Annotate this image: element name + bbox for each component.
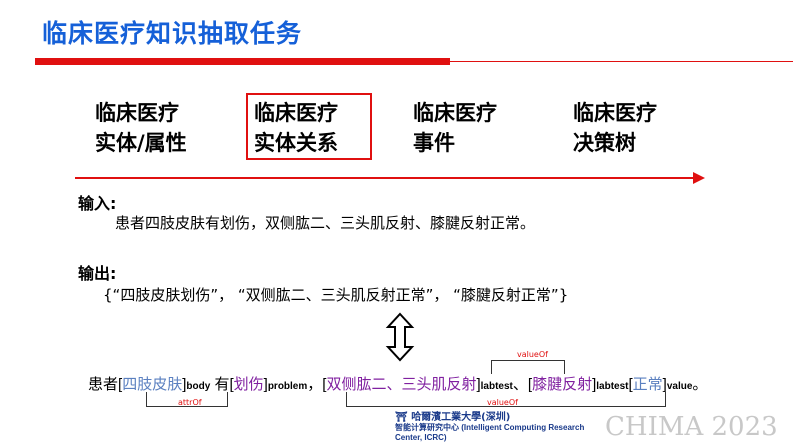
text: 有 [214, 376, 230, 393]
title-underline [35, 58, 450, 65]
entity: 双侧肱二、三头肌反射 [326, 376, 477, 393]
category-entity-relation: 临床医疗实体关系 [254, 98, 338, 158]
category-line: 临床医疗 [573, 101, 657, 125]
relation-label: valueOf [517, 350, 548, 359]
watermark: CHIMA 2023 [605, 412, 778, 442]
category-entity-attribute: 临床医疗实体/属性 [95, 98, 187, 158]
footer-university: ⛩ 哈爾濱工業大學(深圳) [395, 408, 510, 423]
category-line: 实体关系 [254, 131, 338, 155]
text: 、 [512, 376, 528, 393]
entity-type: labtest [596, 381, 629, 392]
output-text: {“四肢皮肤划伤”， “双侧肱二、三头肌反射正常”， “膝腱反射正常”} [103, 286, 569, 304]
input-text: 患者四肢皮肤有划伤，双侧肱二、三头肌反射、膝腱反射正常。 [115, 214, 536, 232]
highlight-box [246, 93, 372, 160]
category-line: 事件 [413, 131, 455, 155]
category-line: 实体/属性 [95, 131, 187, 155]
relation-bracket [491, 360, 565, 374]
text: 患者 [88, 376, 119, 393]
entity-type: body [186, 381, 211, 392]
annotated-sentence: 患者[四肢皮肤]body 有[划伤]problem，[双侧肱二、三头肌反射]la… [88, 376, 708, 393]
relation-label: valueOf [487, 398, 518, 407]
double-arrow-icon [385, 312, 415, 362]
entity: 划伤 [233, 376, 264, 393]
output-label: 输出: [78, 264, 117, 283]
category-line: 临床医疗 [413, 101, 497, 125]
page-title: 临床医疗知识抽取任务 [42, 19, 303, 48]
input-label: 输入: [78, 194, 117, 213]
entity: 正常 [632, 376, 663, 393]
arrowhead-icon [693, 172, 705, 184]
entity-type: value [666, 381, 693, 392]
relation-bracket [346, 392, 666, 407]
text: ， [307, 376, 323, 393]
relation-bracket [146, 392, 228, 407]
entity: 膝腱反射 [532, 376, 593, 393]
progress-arrow [75, 177, 695, 179]
center-name: 智能计算研究中心 (Intelligent Computing Research… [395, 423, 585, 442]
entity: 四肢皮肤 [122, 376, 183, 393]
category-event: 临床医疗事件 [413, 98, 497, 158]
category-line: 临床医疗 [95, 101, 179, 125]
divider [450, 61, 793, 62]
entity-type: labtest [480, 381, 513, 392]
category-decision-tree: 临床医疗决策树 [573, 98, 657, 158]
entity-type: problem [267, 381, 308, 392]
text: 。 [692, 376, 708, 393]
relation-label: attrOf [178, 398, 202, 407]
university-name: 哈爾濱工業大學(深圳) [411, 412, 511, 423]
category-line: 决策树 [573, 131, 636, 155]
category-line: 临床医疗 [254, 101, 338, 125]
university-logo-icon: ⛩ [395, 412, 408, 423]
